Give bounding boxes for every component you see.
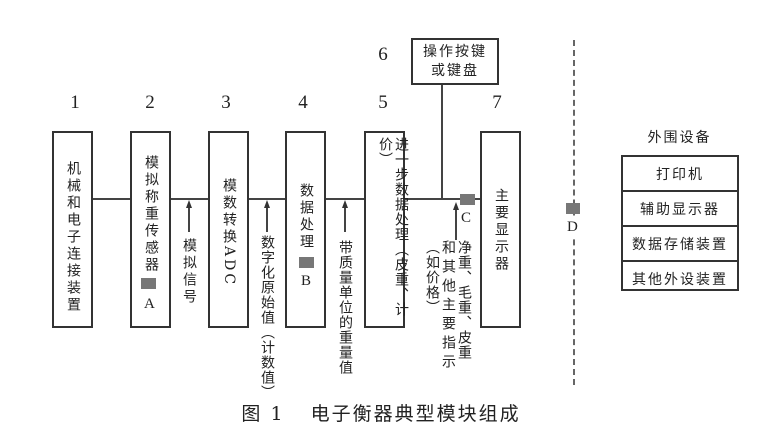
peripheral-data-storage: 数据存储装置 xyxy=(623,227,737,262)
signal-other-indications-label: 和其他主要指示 xyxy=(440,240,456,373)
block-label: 模数转换ADC xyxy=(221,178,237,288)
number-7: 7 xyxy=(492,92,502,113)
block-keyboard: 操作按键 或键盘 xyxy=(411,38,499,85)
signal-price-label: （如价格） xyxy=(424,240,440,315)
peripherals-table: 打印机 辅助显示器 数据存储装置 其他外设装置 xyxy=(621,155,739,291)
peripheral-other: 其他外设装置 xyxy=(632,271,728,288)
block-label: 模拟称重传感器 xyxy=(143,155,159,274)
marker-a-label: A xyxy=(144,296,155,312)
figure-caption: 图 1 电子衡器典型模块组成 xyxy=(0,399,762,426)
signal-net-gross-tare-label: 净重、毛重、皮重 xyxy=(456,240,472,360)
arrow-up-icon xyxy=(264,200,270,208)
marker-c-label: C xyxy=(461,210,472,226)
arrow-shaft xyxy=(344,206,346,232)
arrow-shaft xyxy=(455,208,457,240)
number-6: 6 xyxy=(378,44,388,65)
block-label-line1: 操作按键 xyxy=(423,44,487,60)
block-data-processing: 数据处理 xyxy=(285,131,326,328)
block-adc: 模数转换ADC xyxy=(208,131,249,328)
block-label: 主要显示器 xyxy=(493,188,509,273)
block-mechanical-connection: 机械和电子连接装置 xyxy=(52,131,93,328)
block-main-display: 主要显示器 xyxy=(480,131,521,328)
number-4: 4 xyxy=(298,92,308,113)
marker-a-square xyxy=(141,278,156,289)
arrow-up-icon xyxy=(453,202,459,210)
marker-b-label: B xyxy=(301,273,312,289)
marker-d-square xyxy=(566,203,580,214)
number-3: 3 xyxy=(221,92,231,113)
signal-weight-value-label: 带质量单位的重量值 xyxy=(337,240,353,375)
peripheral-printer: 打印机 xyxy=(623,157,737,192)
marker-b-square xyxy=(299,257,314,268)
signal-analog-label: 模拟信号 xyxy=(181,238,197,306)
block-load-cell: 模拟称重传感器 xyxy=(130,131,171,328)
block-label-line2: 或键盘 xyxy=(431,63,479,79)
peripheral-aux-display: 辅助显示器 xyxy=(623,192,737,227)
number-2: 2 xyxy=(145,92,155,113)
marker-d-label: D xyxy=(567,219,578,236)
number-5: 5 xyxy=(378,92,388,113)
signal-raw-counts-label: 数字化原始值（计数值） xyxy=(259,235,275,400)
arrow-shaft xyxy=(266,206,268,232)
arrow-shaft xyxy=(188,206,190,232)
block-further-processing: 进一步数据处理（皮重、计价） xyxy=(364,131,409,328)
marker-c-square xyxy=(460,194,475,205)
arrow-up-icon xyxy=(342,200,348,208)
block-label: 机械和电子连接装置 xyxy=(65,161,81,314)
block-label: 进一步数据处理（皮重、计价） xyxy=(377,137,409,317)
block-label: 数据处理 xyxy=(298,183,314,251)
arrow-up-icon xyxy=(186,200,192,208)
caption-text: 电子衡器典型模块组成 xyxy=(310,403,521,425)
keyboard-line xyxy=(441,84,443,199)
caption-label: 图 1 xyxy=(241,403,285,425)
number-1: 1 xyxy=(70,92,80,113)
peripherals-title: 外围设备 xyxy=(647,130,712,146)
